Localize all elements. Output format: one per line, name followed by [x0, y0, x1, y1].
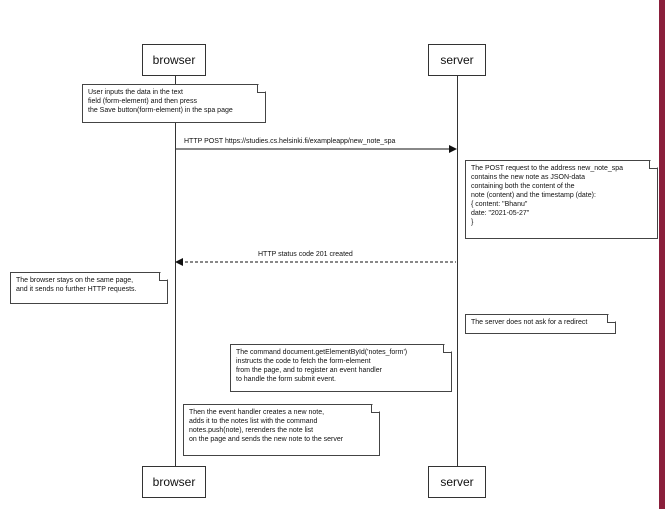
note-line: to handle the form submit event.	[236, 376, 336, 383]
note-fold-icon	[371, 405, 379, 413]
page-edge-bar	[659, 0, 665, 509]
note-line: User inputs the data in the text	[88, 89, 183, 96]
note-line: the Save button(form-element) in the spa…	[88, 107, 233, 114]
note-line: }	[471, 219, 474, 226]
server-actor-top: server	[428, 44, 486, 76]
browser-lifeline	[175, 76, 176, 466]
note-line: instructs the code to fetch the form-ele…	[236, 358, 371, 365]
post-arrowhead	[449, 145, 457, 153]
note-fold-icon	[607, 315, 615, 323]
browser-actor-bottom: browser	[142, 466, 206, 498]
note-browser-stays: The browser stays on the same page, and …	[10, 272, 168, 304]
note-line: field (form-element) and then press	[88, 98, 197, 105]
note-line: The POST request to the address new_note…	[471, 165, 624, 172]
note-no-redirect: The server does not ask for a redirect	[465, 314, 616, 334]
note-line: and it sends no further HTTP requests.	[16, 286, 137, 293]
note-line: note (content) and the timestamp (date):	[471, 192, 596, 199]
response-message-label: HTTP status code 201 created	[258, 251, 353, 258]
note-event-handler: Then the event handler creates a new not…	[183, 404, 380, 456]
response-arrowhead	[175, 258, 183, 266]
note-line: on the page and sends the new note to th…	[189, 436, 344, 443]
note-fold-icon	[649, 161, 657, 169]
note-fold-icon	[443, 345, 451, 353]
note-line: { content: "Bhanu"	[471, 201, 528, 208]
note-get-element: The command document.getElementById('not…	[230, 344, 452, 392]
note-fold-icon	[159, 273, 167, 281]
note-post-content: The POST request to the address new_note…	[465, 160, 658, 239]
note-line: adds it to the notes list with the comma…	[189, 418, 318, 425]
note-line: containing both the content of the	[471, 183, 575, 190]
note-line: The browser stays on the same page,	[16, 277, 134, 284]
server-actor-bottom: server	[428, 466, 486, 498]
note-line: notes.push(note), rerenders the note lis…	[189, 427, 314, 434]
note-line: contains the new note as JSON-data	[471, 174, 586, 181]
post-message-label: HTTP POST https://studies.cs.helsinki.fi…	[184, 138, 396, 145]
browser-actor-top: browser	[142, 44, 206, 76]
note-fold-icon	[257, 85, 265, 93]
server-lifeline	[457, 76, 458, 466]
note-user-input: User inputs the data in the text field (…	[82, 84, 266, 123]
note-line: Then the event handler creates a new not…	[189, 409, 325, 416]
note-line: from the page, and to register an event …	[236, 367, 382, 374]
note-line: The server does not ask for a redirect	[471, 319, 588, 326]
note-line: The command document.getElementById('not…	[236, 349, 408, 356]
note-line: date: "2021-05-27"	[471, 210, 530, 217]
